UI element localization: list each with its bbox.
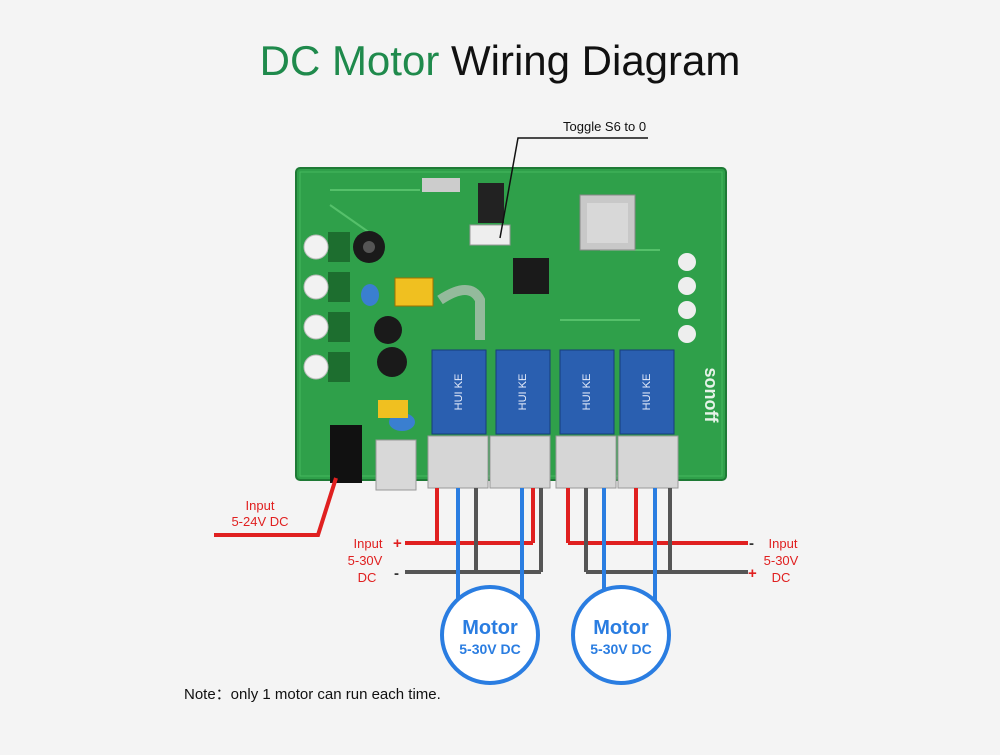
relay-marking-4: HUI KE [641,374,653,411]
sonoff-board: HUI KE HUI KE HUI KE HUI KE sonoff [295,167,727,491]
footnote: Note：only 1 motor can run each time. [184,686,441,703]
toggle-label: Toggle S6 to 0 [563,119,646,134]
relays: HUI KE HUI KE HUI KE HUI KE [431,349,675,435]
status-leds [678,253,696,343]
left-input-line1: Input [354,536,383,551]
motor-right-name: Motor [593,617,649,639]
left-minus-sign: - [394,565,399,582]
board-brand: sonoff [701,368,721,424]
right-input-line2: 5-30V [764,553,799,568]
left-plus-sign: + [393,535,402,552]
motor-left: Motor 5-30V DC [440,585,540,685]
left-input-line3: DC [358,570,377,585]
relay-marking-3: HUI KE [581,374,593,411]
motor-left-spec: 5-30V DC [459,641,520,657]
terminal-blocks [427,435,679,489]
right-plus-sign: + [748,565,757,582]
right-minus-sign: - [749,535,754,552]
page-title: DC Motor Wiring Diagram [0,36,1000,86]
power-input-line1: Input [246,498,275,513]
left-input-label: Input 5-30V DC + - [348,535,402,585]
left-input-line2: 5-30V [348,553,383,568]
relay-marking-2: HUI KE [517,374,529,411]
relay-marking-1: HUI KE [453,374,465,411]
dc-jack [330,425,362,483]
motor-right-spec: 5-30V DC [590,641,651,657]
motor-right: Motor 5-30V DC [571,585,671,685]
left-buttons [303,232,350,382]
title-part1: DC Motor [259,37,440,84]
toggle-callout: Toggle S6 to 0 [499,119,648,239]
left-circuit-wires [405,488,543,612]
power-input-line2: 5-24V DC [231,514,288,529]
right-input-line1: Input [769,536,798,551]
motor-left-name: Motor [462,617,518,639]
right-input-line3: DC [772,570,791,585]
title-part2: Wiring Diagram [450,37,741,84]
right-input-label: Input 5-30V DC - + [748,535,799,585]
power-input-wire: Input 5-24V DC [214,477,338,537]
